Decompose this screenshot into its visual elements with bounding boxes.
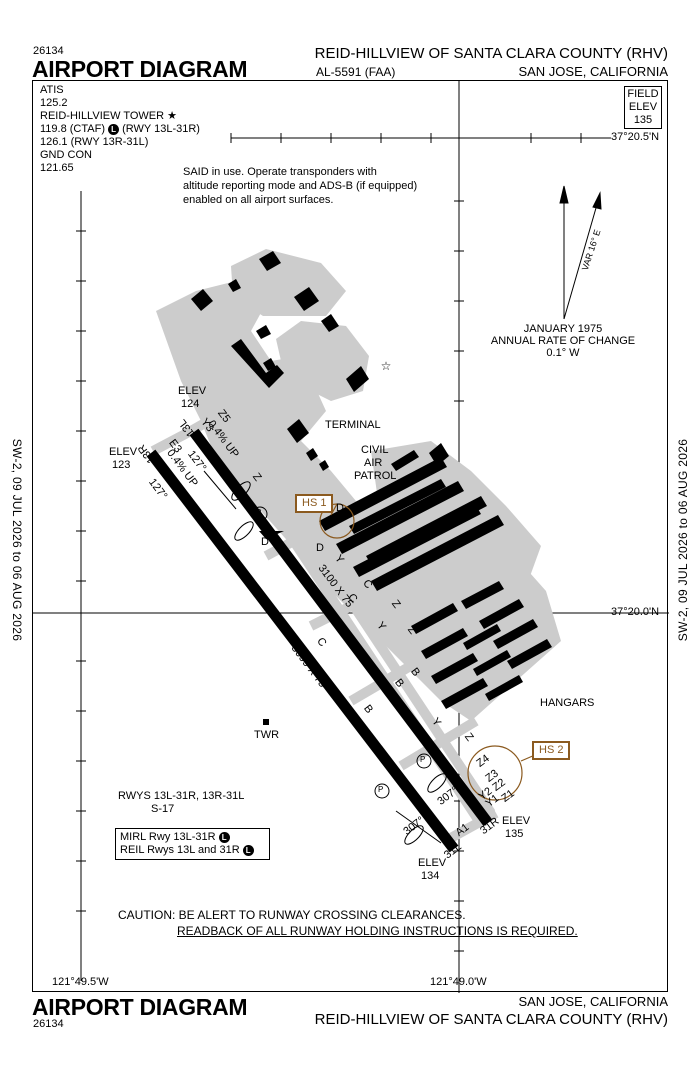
terminal-label: TERMINAL <box>325 419 381 431</box>
lat-mid: 37°20.0'N <box>611 606 660 618</box>
buildings <box>191 251 552 725</box>
tower-freq-1: 119.8 (CTAF) L (RWY 13L-31R) <box>40 123 200 135</box>
footer-airport-name: REID-HILLVIEW OF SANTA CLARA COUNTY (RHV… <box>314 1011 668 1028</box>
mag-2: ANNUAL RATE OF CHANGE <box>490 335 636 347</box>
diagram-frame: ☆ <box>32 80 669 993</box>
tw-d-2: D <box>336 502 344 514</box>
gnd-label: GND CON <box>40 149 92 161</box>
rwys-1: RWYS 13L-31R, 13R-31L <box>118 790 245 802</box>
hotspot-1: HS 1 <box>295 494 334 513</box>
parking-3: P <box>378 785 384 794</box>
runways <box>146 428 493 853</box>
atis-label: ATIS <box>40 84 64 96</box>
caution-1: CAUTION: BE ALERT TO RUNWAY CROSSING CLE… <box>118 908 466 922</box>
chart-id-top: 26134 <box>33 45 64 57</box>
runway-13r-31l <box>146 449 459 853</box>
elev-label-c: ELEV <box>502 815 531 827</box>
tower-freq-2: 126.1 (RWY 13R-31L) <box>40 136 149 148</box>
parking-2: P <box>420 755 426 764</box>
lights-1: MIRL Rwy 13L-31R L <box>120 831 265 844</box>
tower-label: REID-HILLVIEW TOWER ★ <box>40 110 177 122</box>
footer-location: SAN JOSE, CALIFORNIA <box>518 994 668 1009</box>
said-note-2: altitude reporting mode and ADS-B (if eq… <box>183 180 418 192</box>
rwys-2: S-17 <box>151 803 175 815</box>
atis-freq: 125.2 <box>40 97 68 109</box>
elev-123: 123 <box>112 459 131 471</box>
runway-markings <box>203 470 447 845</box>
al-number: AL-5591 (FAA) <box>316 65 396 79</box>
hangars-label: HANGARS <box>540 697 595 709</box>
runway-13l-31r <box>189 428 493 827</box>
footer-title: AIRPORT DIAGRAM <box>32 994 248 1020</box>
mag-3: 0.1° W <box>546 347 580 359</box>
beacon-star: ☆ <box>381 359 392 373</box>
lighting-badge: L <box>108 124 120 135</box>
civil-label-1: CIVIL <box>361 444 389 456</box>
field-elev-box: FIELD ELEV 135 <box>624 86 662 129</box>
airport-name-top: REID-HILLVIEW OF SANTA CLARA COUNTY (RHV… <box>314 45 668 62</box>
hotspot-circles <box>319 503 536 801</box>
footer-chart-id: 26134 <box>33 1018 64 1030</box>
civil-label-2: AIR <box>364 457 383 469</box>
elev-124: 124 <box>181 398 200 410</box>
civil-label-3: PATROL <box>354 470 397 482</box>
graticule-ticks <box>76 133 582 952</box>
lon-left: 121°49.5'W <box>52 976 109 988</box>
date-label-right: SW-2, 09 JUL 2026 to 06 AUG 2026 <box>676 438 690 642</box>
tw-d-1: D <box>316 542 324 554</box>
lighting-box: MIRL Rwy 13L-31R L REIL Rwys 13L and 31R… <box>115 828 270 860</box>
lon-right: 121°49.0'W <box>430 976 487 988</box>
mag-1: JANUARY 1975 <box>523 323 603 335</box>
parking-1: P <box>256 508 262 517</box>
elev-label-a: ELEV <box>178 385 207 397</box>
elev-label-b: ELEV <box>109 446 138 458</box>
page-title: AIRPORT DIAGRAM <box>32 56 248 82</box>
airport-map: ☆ <box>33 81 669 993</box>
elev-135: 135 <box>505 828 524 840</box>
said-note-3: enabled on all airport surfaces. <box>183 194 334 206</box>
lat-top: 37°20.5'N <box>611 131 660 143</box>
elev-label-d: ELEV <box>418 857 447 869</box>
tower-marker <box>263 719 269 725</box>
date-label-left: SW-2, 09 JUL 2026 to 06 AUG 2026 <box>10 438 24 642</box>
beacon-arrow <box>259 531 284 539</box>
tw-d-3: D <box>261 536 269 548</box>
location-top: SAN JOSE, CALIFORNIA <box>518 64 668 79</box>
lights-2: REIL Rwys 13L and 31R L <box>120 844 265 857</box>
tower-label-map: TWR <box>254 729 280 741</box>
gnd-freq: 121.65 <box>40 162 74 174</box>
caution-2: READBACK OF ALL RUNWAY HOLDING INSTRUCTI… <box>177 924 578 938</box>
elev-134: 134 <box>421 870 440 882</box>
said-note-1: SAID in use. Operate transponders with <box>183 166 377 178</box>
hotspot-2: HS 2 <box>532 741 571 760</box>
compass <box>559 185 602 320</box>
